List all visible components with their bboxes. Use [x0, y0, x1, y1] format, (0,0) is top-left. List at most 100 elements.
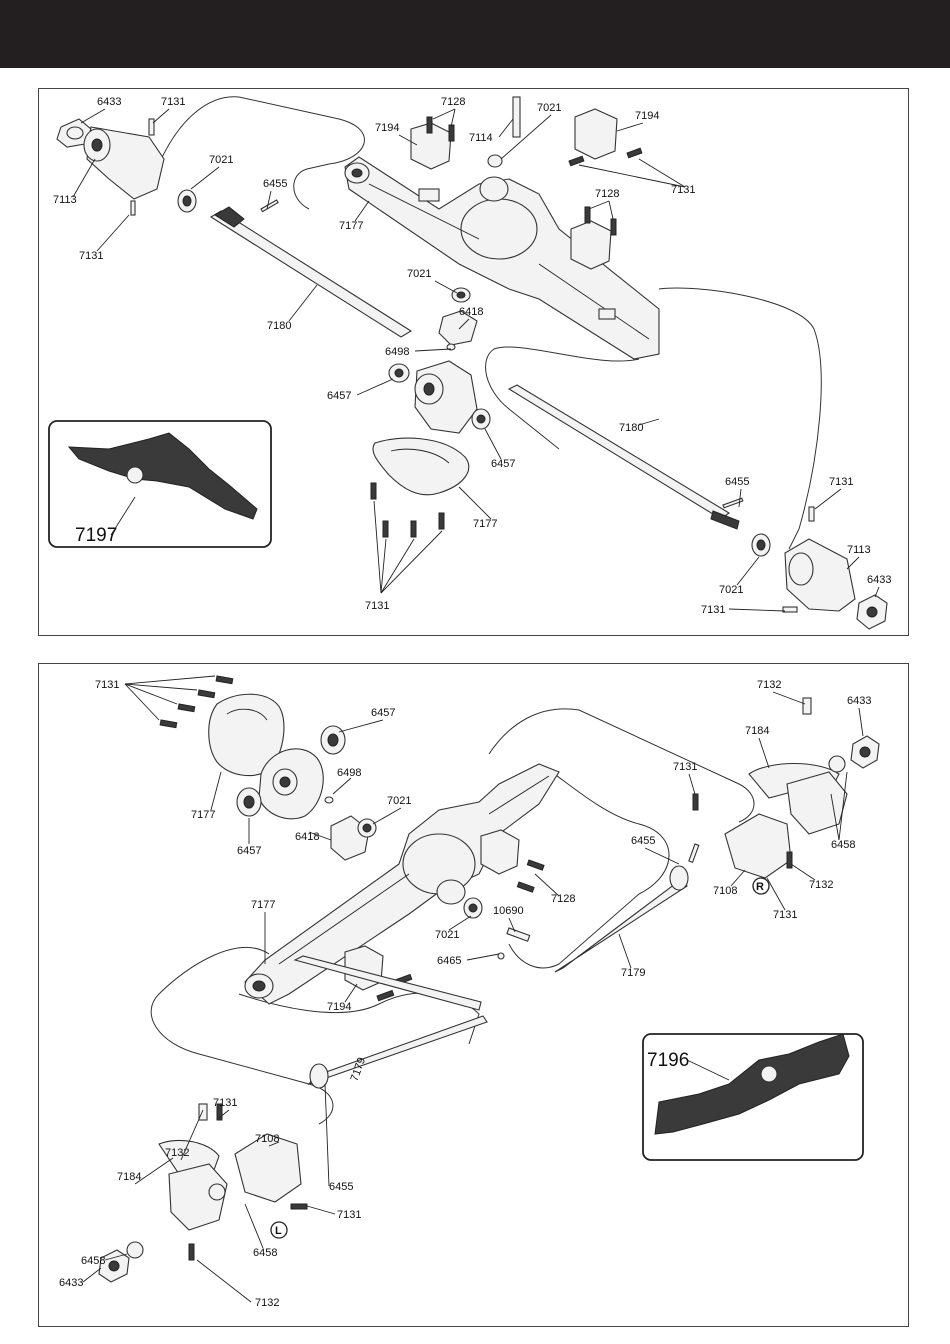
callout-label: 6458: [253, 1247, 277, 1259]
callout-label: 6498: [385, 346, 409, 358]
rear-route-left: [158, 96, 365, 210]
callout-label: 7180: [619, 422, 643, 434]
callout-label: 7131: [701, 604, 725, 616]
callout-label: 7132: [757, 679, 781, 691]
rear-axle-panel: 6433 7131 7113 7131 7021 6455 7194 7128 …: [38, 88, 909, 636]
callout-label: 7108: [713, 885, 737, 897]
front-route-top: [488, 708, 755, 823]
callout-label: 6455: [263, 178, 287, 190]
callout-label: 7132: [255, 1297, 279, 1309]
callout-label: 6433: [867, 574, 891, 586]
callout-label: 7131: [213, 1097, 237, 1109]
callout-label: 7194: [635, 110, 659, 122]
front-axle-shaft-right: [554, 843, 700, 973]
callout-label: 7021: [209, 154, 233, 166]
assembly-number-7196: 7196: [647, 1050, 689, 1071]
callout-label: 7021: [407, 268, 431, 280]
rear-route-mid: [485, 346, 640, 450]
callout-label: 7128: [551, 893, 575, 905]
rear-route-right: [658, 287, 822, 550]
callout-label: 7114: [469, 132, 493, 144]
callout-label: 6455: [725, 476, 749, 488]
front-link-mount-7128: [480, 829, 545, 893]
front-axle-diagram: R L 7131 6457 6498 7021 7177 6457 6418 7…: [59, 675, 880, 1309]
callout-label: 7113: [847, 544, 871, 556]
rear-pinion-gear: [438, 287, 478, 351]
callout-label: 7177: [251, 899, 275, 911]
callout-label: 7131: [671, 184, 695, 196]
callout-label: 6458: [81, 1255, 105, 1267]
rear-bearing-left: [177, 189, 197, 213]
callout-label: 7132: [809, 879, 833, 891]
callout-label: 7131: [337, 1209, 361, 1221]
callout-label: 7180: [267, 320, 291, 332]
rear-axle-housing: [344, 156, 660, 360]
callout-label: 7021: [387, 795, 411, 807]
callout-label: 7131: [161, 96, 185, 108]
front-axle-shaft-left: [293, 955, 488, 1089]
assembly-number-7197: 7197: [75, 525, 117, 546]
callout-label: 7131: [829, 476, 853, 488]
callout-label: 6498: [337, 767, 361, 779]
callout-label: 6433: [59, 1277, 83, 1289]
callout-label: 6418: [459, 306, 483, 318]
callout-label: 10690: [493, 905, 524, 917]
front-axle-housing: [244, 763, 560, 1005]
front-left-knuckle: [98, 1103, 308, 1283]
callout-label: 7177: [191, 809, 215, 821]
rear-axle-shaft-left: [209, 199, 413, 338]
callout-label: 7179: [349, 1056, 369, 1083]
right-side-marker: [752, 877, 770, 895]
callout-label: 7131: [673, 761, 697, 773]
callout-label: 7021: [537, 102, 561, 114]
front-route-left: [150, 947, 334, 1125]
front-axle-panel: R L 7131 6457 6498 7021 7177 6457 6418 7…: [38, 663, 909, 1327]
callout-label: 7179: [621, 967, 645, 979]
front-output-yoke: [463, 897, 531, 960]
rear-axle-shaft-right: [507, 384, 744, 530]
front-right-knuckle: [692, 697, 880, 879]
callout-label: 6458: [831, 839, 855, 851]
left-side-marker: [270, 1221, 288, 1239]
callout-label: 6455: [631, 835, 655, 847]
rear-left-hub: [56, 118, 165, 216]
callout-label: 7194: [375, 122, 399, 134]
right-side-marker-label: R: [756, 881, 764, 893]
callout-label: 6457: [491, 458, 515, 470]
callout-label: 7131: [773, 909, 797, 921]
header-bar: [0, 0, 950, 68]
callout-label: 6457: [237, 845, 261, 857]
callout-label: 7177: [473, 518, 497, 530]
callout-label: 6457: [327, 390, 351, 402]
callout-label: 7021: [719, 584, 743, 596]
callout-label: 7128: [595, 188, 619, 200]
callout-label: 6433: [97, 96, 121, 108]
rear-diff-cover: [372, 437, 470, 496]
callout-label: 7131: [365, 600, 389, 612]
callout-label: 7131: [79, 250, 103, 262]
front-ring-gear: [236, 725, 346, 820]
callout-label: 7021: [435, 929, 459, 941]
callout-label: 7194: [327, 1001, 351, 1013]
rear-bearing-right: [751, 533, 771, 557]
callout-label: 7128: [441, 96, 465, 108]
rear-assembly-inset: [48, 420, 272, 548]
rear-cover-screws: [370, 482, 445, 594]
callout-label: 7184: [745, 725, 769, 737]
rear-axle-diagram: 6433 7131 7113 7131 7021 6455 7194 7128 …: [48, 96, 891, 630]
callout-label: 7131: [95, 679, 119, 691]
front-cover-screws: [124, 675, 234, 729]
callout-label: 7177: [339, 220, 363, 232]
callout-label: 6465: [437, 955, 461, 967]
callout-label: 7113: [53, 194, 77, 206]
front-route-mid: [508, 763, 670, 969]
callout-label: 7184: [117, 1171, 141, 1183]
front-pinion-gear: [324, 796, 377, 861]
callout-label: 7132: [165, 1147, 189, 1159]
rear-link-mount-right: [570, 108, 618, 270]
front-callouts: 7131 6457 6498 7021 7177 6457 6418 7132 …: [59, 679, 871, 1309]
rear-callouts: 6433 7131 7113 7131 7021 6455 7194 7128 …: [53, 96, 891, 616]
left-side-marker-label: L: [275, 1225, 282, 1237]
callout-label: 7108: [255, 1133, 279, 1145]
callout-label: 6418: [295, 831, 319, 843]
